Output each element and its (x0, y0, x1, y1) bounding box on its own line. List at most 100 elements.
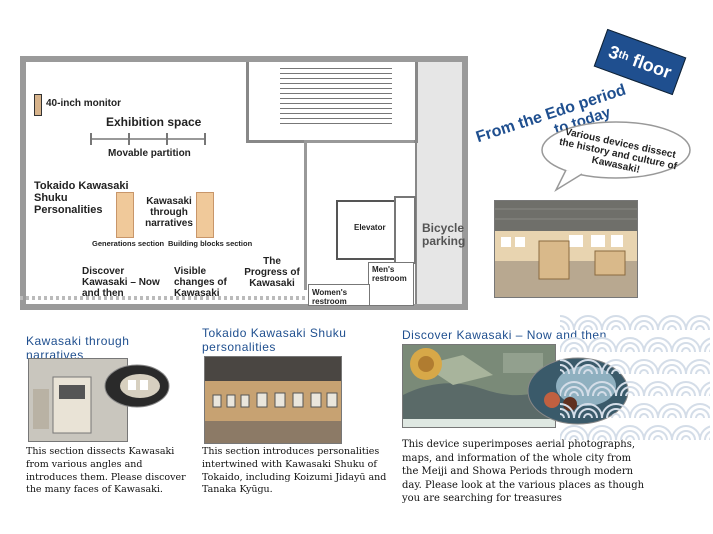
wave-arc (592, 430, 612, 441)
exhibition-space-label: Exhibition space (106, 115, 202, 129)
wave-arc (648, 342, 668, 353)
wave-arc (578, 364, 598, 375)
wave-arc (573, 359, 603, 375)
wave-arc (597, 391, 607, 397)
wave-arc (662, 408, 682, 419)
wave-arc (667, 325, 677, 331)
wave-arc (681, 435, 691, 441)
narratives-label: Kawasaki through narratives (145, 196, 193, 229)
wave-arc (685, 359, 710, 375)
stair-step (280, 78, 392, 79)
wave-arc (560, 408, 570, 419)
stair-step (280, 93, 392, 94)
wave-arc (653, 391, 663, 397)
wave-arc (676, 430, 696, 441)
wave-arc (699, 381, 710, 397)
wave-arc (699, 337, 710, 353)
wave-arc (695, 369, 705, 375)
wave-arc (560, 337, 589, 353)
mens-restroom-label: Men's restroom (372, 265, 407, 283)
stair-step (280, 108, 392, 109)
section-title-discover: Discover Kawasaki – Now and then (402, 328, 607, 342)
wave-arc (704, 342, 710, 353)
wave-arc (667, 413, 677, 419)
wave-arc (662, 320, 682, 331)
floor-suffix: th (616, 48, 631, 64)
section-title-tokaido: Tokaido Kawasaki Shuku personalities (202, 326, 347, 355)
wave-arc (611, 369, 621, 375)
building-blocks-panel (196, 192, 214, 238)
wave-arc (629, 315, 659, 331)
wave-arc (648, 430, 668, 441)
wave-arc (578, 320, 598, 331)
section-body-discover: This device superimposes aerial photogra… (402, 439, 645, 504)
movable-partition (90, 133, 206, 145)
generations-label: Generations section (92, 239, 165, 248)
tokaido-illustration (205, 357, 341, 443)
wave-arc (560, 425, 589, 441)
wave-arc (653, 435, 663, 441)
wave-arc (597, 435, 607, 441)
wave-arc (620, 386, 640, 397)
wave-arc (648, 386, 668, 397)
stair-step (280, 98, 392, 99)
discover-label: Discover Kawasaki – Now and then (82, 266, 160, 299)
wave-arc (583, 369, 593, 375)
wave-arc (704, 386, 710, 397)
stairwell (246, 62, 418, 143)
partition-label: Movable partition (108, 148, 191, 159)
staircase (280, 68, 392, 132)
stair-step (280, 88, 392, 89)
speech-bubble (541, 121, 691, 193)
wall (462, 56, 468, 310)
bicycle-parking-label: Bicycle parking (422, 221, 466, 249)
monitor-label: 40-inch monitor (46, 98, 122, 109)
womens-restroom (308, 284, 370, 306)
wave-arc (625, 347, 635, 353)
wave-arc (560, 369, 565, 375)
wave-arc (606, 364, 626, 375)
wave-arc (620, 430, 640, 441)
window-line (20, 296, 415, 300)
wave-arc (653, 347, 663, 353)
section-body-narratives: This section dissects Kawasaki from vari… (26, 446, 186, 496)
wave-arc (583, 413, 593, 419)
wave-arc (690, 364, 710, 375)
wave-arc (681, 391, 691, 397)
stair-step (280, 118, 392, 119)
wave-arc (671, 425, 701, 441)
wave-arc (611, 325, 621, 331)
stair-step (280, 73, 392, 74)
progress-label: The Progress of Kawasaki (244, 256, 300, 289)
wall (20, 56, 468, 62)
narratives-illustration (29, 359, 127, 441)
wave-arc (569, 391, 579, 397)
wave-arc (611, 413, 621, 419)
wave-arc (620, 342, 640, 353)
wave-arc (601, 359, 631, 375)
stair-step (280, 83, 392, 84)
wave-arc (569, 347, 579, 353)
wave-arc (643, 337, 673, 353)
wave-arc (681, 347, 691, 353)
wave-arc (583, 325, 593, 331)
wave-arc (592, 386, 612, 397)
wave-arc (560, 403, 575, 419)
wave-arc (676, 342, 696, 353)
stair-step (280, 123, 392, 124)
wave-arc (639, 413, 649, 419)
wave-arc (704, 430, 710, 441)
wall (306, 140, 414, 143)
womens-restroom-label: Women's restroom (312, 288, 348, 306)
floor-word: floor (629, 49, 675, 83)
wave-arc (601, 403, 631, 419)
wave-arc (573, 403, 603, 419)
wall (20, 56, 26, 310)
visible-changes-label: Visible changes of Kawasaki (174, 266, 227, 299)
wave-arc (578, 408, 598, 419)
wave-arc (560, 359, 575, 375)
wall (304, 140, 307, 290)
wave-arc (564, 342, 584, 353)
wave-arc (615, 337, 645, 353)
building-blocks-label: Building blocks section (168, 239, 253, 248)
